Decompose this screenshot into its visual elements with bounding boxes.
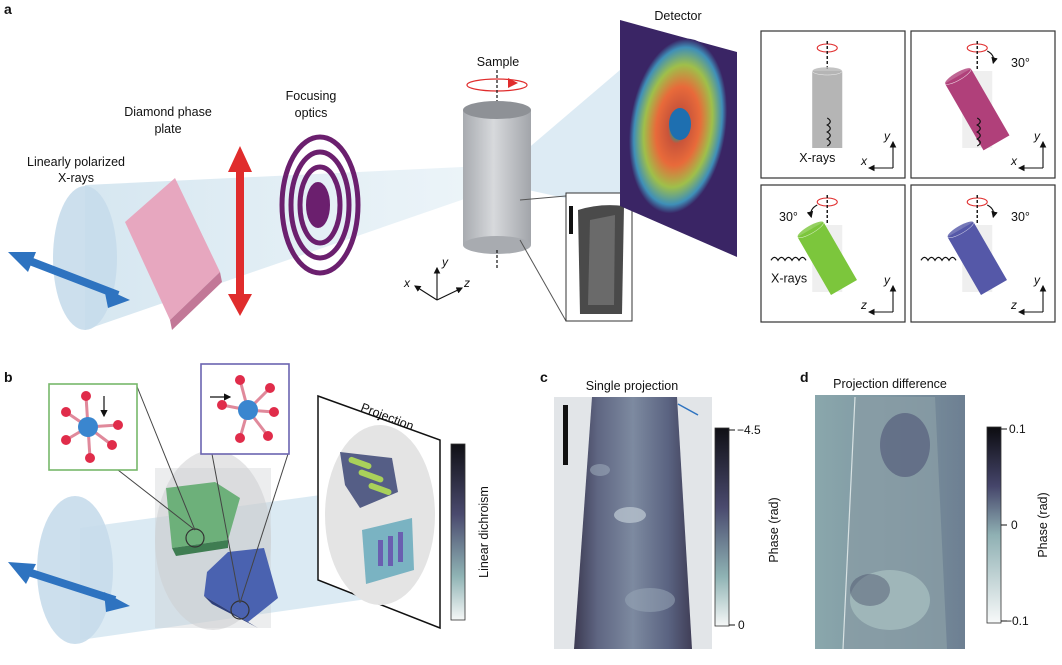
cylinder-4 bbox=[947, 220, 1007, 296]
linear-pol-label-1: Linearly polarized bbox=[27, 155, 125, 169]
linear-pol-label-2: X-rays bbox=[58, 171, 94, 185]
projection-screen bbox=[317, 394, 441, 630]
colorbar-c-label: Phase (rad) bbox=[767, 497, 781, 562]
sample-zoom-inset bbox=[565, 192, 633, 322]
rotation-subpanels: X-rays y x 30° y x 30° X-rays y z 30° y z bbox=[760, 30, 1056, 323]
colorbar-c-tick-bottom: 0 bbox=[738, 618, 745, 632]
scale-bar bbox=[569, 206, 573, 234]
axis-v-4: y bbox=[1033, 273, 1041, 287]
main-axes bbox=[414, 266, 463, 301]
projection-difference-image bbox=[815, 395, 965, 650]
rotation-subpanel-3: 30° X-rays y z bbox=[760, 184, 906, 323]
cylinder-2 bbox=[944, 67, 1010, 151]
polarization-arrow-icon bbox=[8, 252, 130, 308]
angle-label-3: 30° bbox=[779, 210, 798, 224]
single-projection-image bbox=[554, 397, 712, 649]
colorbar-b bbox=[450, 443, 466, 621]
sample-cylinder bbox=[463, 70, 531, 270]
angle-label-4: 30° bbox=[1011, 210, 1030, 224]
colorbar-b-label: Linear dichroism bbox=[477, 486, 491, 578]
panel-c-title: Single projection bbox=[586, 379, 678, 393]
focusing-label-1: Focusing bbox=[286, 89, 337, 103]
sample-label: Sample bbox=[477, 55, 519, 69]
colorbar-c bbox=[714, 427, 735, 627]
cylinder-1 bbox=[811, 66, 843, 148]
molecule-inset-blue bbox=[200, 363, 290, 455]
xray-wave-icon bbox=[826, 117, 831, 147]
xray-wave-icon bbox=[920, 256, 957, 262]
diamond-phase-plate bbox=[125, 178, 222, 330]
rotation-subpanel-4: 30° y z bbox=[910, 184, 1056, 323]
panel-label-b: b bbox=[4, 369, 13, 385]
green-crystal bbox=[166, 482, 240, 556]
axis-v-2: y bbox=[1033, 129, 1041, 143]
rotation-subpanel-2: 30° y x bbox=[910, 30, 1056, 179]
axis-z-main: z bbox=[463, 276, 470, 290]
axis-x-main: x bbox=[403, 276, 411, 290]
xray-wave-icon bbox=[770, 256, 807, 262]
axis-h-1: x bbox=[860, 154, 868, 168]
diamond-label-2: plate bbox=[154, 122, 181, 136]
detector bbox=[620, 20, 737, 257]
axis-v-3: y bbox=[883, 273, 891, 287]
cylinder-3 bbox=[797, 220, 857, 296]
axis-v-1: y bbox=[883, 129, 891, 143]
axis-y-main: y bbox=[441, 255, 449, 269]
xray-wave-icon bbox=[976, 117, 981, 147]
rotation-subpanel-1: X-rays y x bbox=[760, 30, 906, 179]
focusing-label-2: optics bbox=[295, 106, 328, 120]
colorbar-d-tick-bottom: −0.1 bbox=[1005, 614, 1029, 628]
focusing-optics-zone-plate bbox=[279, 134, 361, 276]
colorbar-d-label: Phase (rad) bbox=[1036, 492, 1050, 557]
axis-h-3: z bbox=[860, 298, 867, 312]
blue-crystal bbox=[204, 548, 278, 628]
axis-h-2: x bbox=[1010, 154, 1018, 168]
colorbar-d bbox=[986, 426, 1007, 624]
panel-label-d: d bbox=[800, 369, 809, 385]
polarization-arrow-b-icon bbox=[8, 562, 130, 612]
panel-label-c: c bbox=[540, 369, 548, 385]
diamond-label-1: Diamond phase bbox=[124, 105, 212, 119]
panel-label-a: a bbox=[4, 1, 12, 17]
xrays-label-1: X-rays bbox=[799, 151, 835, 165]
panel-d-title: Projection difference bbox=[833, 377, 947, 391]
detector-label: Detector bbox=[654, 9, 701, 23]
molecule-inset-green bbox=[48, 383, 138, 471]
red-polarization-arrow-icon bbox=[228, 146, 252, 316]
colorbar-d-tick-top: 0.1 bbox=[1009, 422, 1026, 436]
xrays-label-3: X-rays bbox=[771, 271, 807, 285]
scale-bar-c bbox=[563, 405, 568, 465]
colorbar-d-tick-mid: 0 bbox=[1011, 518, 1018, 532]
axis-h-4: z bbox=[1010, 298, 1017, 312]
angle-label-2: 30° bbox=[1011, 56, 1030, 70]
colorbar-c-tick-top: −4.5 bbox=[737, 423, 761, 437]
